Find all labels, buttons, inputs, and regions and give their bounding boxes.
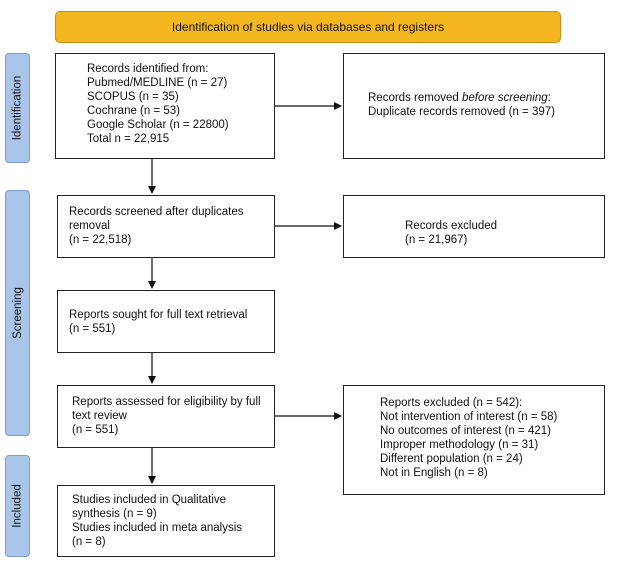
records-identified-total: Total n = 22,915 <box>87 133 170 145</box>
studies-meta-count: (n = 8) <box>72 536 106 548</box>
phase-label-identification: Identification <box>5 53 30 163</box>
source-scopus: SCOPUS (n = 35) <box>87 91 179 103</box>
exclusion-reason: Not intervention of interest (n = 58) <box>380 411 558 423</box>
reports-assessed-box: Reports assessed for eligibility by full… <box>57 385 275 448</box>
exclusion-reason: Not in English (n = 8) <box>380 467 488 479</box>
records-removed-box: Records removed before screening: Duplic… <box>343 53 605 159</box>
records-identified-title: Records identified from: <box>87 63 209 75</box>
source-pubmed: Pubmed/MEDLINE (n = 27) <box>87 77 228 89</box>
records-excluded-count: (n = 21,967) <box>405 234 468 246</box>
records-screened-text: Records screened after duplicates remova… <box>69 206 244 232</box>
studies-qualitative: Studies included in Qualitative synthesi… <box>72 494 227 520</box>
studies-meta-analysis: Studies included in meta analysis <box>72 522 243 534</box>
records-screened-box: Records screened after duplicates remova… <box>57 195 275 258</box>
reports-excluded-box: Reports excluded (n = 542): Not interven… <box>343 385 605 495</box>
reports-excluded-title: Reports excluded (n = 542): <box>380 397 523 409</box>
reports-assessed-text: Reports assessed for eligibility by full… <box>72 396 261 422</box>
reports-sought-text: Reports sought for full text retrieval <box>69 309 248 321</box>
studies-included-box: Studies included in Qualitative synthesi… <box>57 485 275 557</box>
exclusion-reason: Improper methodology (n = 31) <box>380 439 539 451</box>
phase-label-screening: Screening <box>5 190 30 436</box>
reports-assessed-count: (n = 551) <box>72 424 119 436</box>
source-cochrane: Cochrane (n = 53) <box>87 105 181 117</box>
records-screened-count: (n = 22,518) <box>69 234 132 246</box>
records-excluded-text: Records excluded <box>405 220 498 232</box>
source-google-scholar: Google Scholar (n = 22800) <box>87 119 229 131</box>
records-excluded-box: Records excluded (n = 21,967) <box>343 195 605 258</box>
duplicates-removed: Duplicate records removed (n = 397) <box>368 106 555 118</box>
exclusion-reason: Different population (n = 24) <box>380 453 523 465</box>
flow-header: Identification of studies via databases … <box>55 11 561 43</box>
reports-sought-box: Reports sought for full text retrieval (… <box>57 290 275 353</box>
records-identified-box: Records identified from: Pubmed/MEDLINE … <box>55 53 275 159</box>
exclusion-reason: No outcomes of interest (n = 421) <box>380 425 551 437</box>
reports-sought-count: (n = 551) <box>69 323 116 335</box>
phase-label-included: Included <box>5 455 30 557</box>
records-removed-heading: Records removed before screening: <box>368 92 551 104</box>
flow-header-title: Identification of studies via databases … <box>171 20 445 34</box>
